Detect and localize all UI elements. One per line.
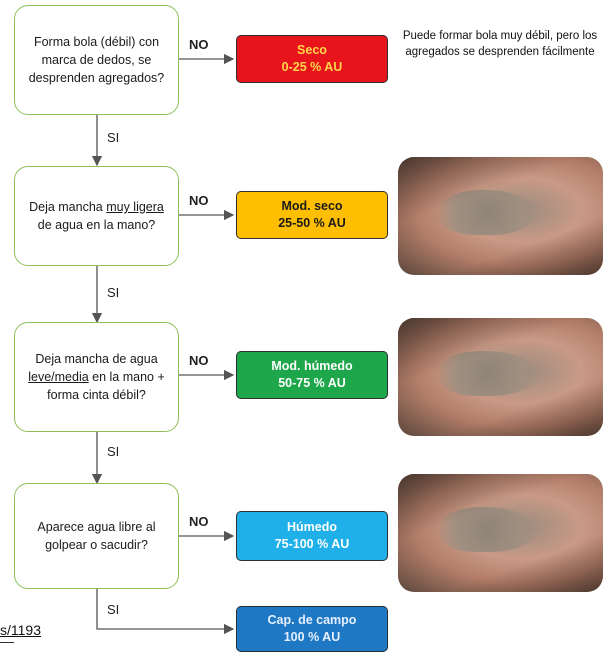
si-label-2: SI [107, 285, 120, 300]
question-box-3: Deja mancha de agua leve/media en la man… [14, 322, 179, 432]
result-range-dry: 0-25 % AU [281, 60, 343, 74]
no-label-1: NO [189, 37, 209, 52]
result-title-mod-dry: Mod. seco [281, 199, 343, 213]
question-text-1: Forma bola (débil) con marca de dedos, s… [28, 35, 165, 85]
result-box-mod-dry: Mod. seco 25-50 % AU [236, 191, 388, 239]
result-title-dry: Seco [297, 43, 327, 57]
result-range-mod-humid: 50-75 % AU [278, 376, 346, 390]
result-title-humid: Húmedo [287, 520, 337, 534]
si-label-1: SI [107, 130, 120, 145]
question-text-2-underlined: muy ligera [106, 200, 164, 214]
si-label-3: SI [107, 444, 120, 459]
dry-soil-note: Puede formar bola muy débil, pero los ag… [402, 30, 598, 58]
question-text-3b: en la mano + forma cinta débil? [47, 370, 165, 402]
soil-hand-photo-humid [398, 474, 603, 592]
question-box-2: Deja mancha muy ligera de agua en la man… [14, 166, 179, 266]
result-box-field-capacity: Cap. de campo 100 % AU [236, 606, 388, 652]
question-box-1: Forma bola (débil) con marca de dedos, s… [14, 5, 179, 115]
cropped-link-fragment[interactable]: s/1193 [0, 622, 41, 638]
no-label-3: NO [189, 353, 209, 368]
result-box-mod-humid: Mod. húmedo 50-75 % AU [236, 351, 388, 399]
cropped-text-fragment [0, 642, 14, 654]
no-label-4: NO [189, 514, 209, 529]
question-text-4: Aparece agua libre al golpear o sacudir? [37, 520, 156, 552]
result-box-dry: Seco 0-25 % AU [236, 35, 388, 83]
result-range-field-capacity: 100 % AU [283, 630, 341, 644]
question-box-4: Aparece agua libre al golpear o sacudir? [14, 483, 179, 589]
no-label-2: NO [189, 193, 209, 208]
arrow-si-4 [96, 589, 235, 635]
soil-hand-photo-mod-humid [398, 318, 603, 436]
result-box-humid: Húmedo 75-100 % AU [236, 511, 388, 561]
result-title-mod-humid: Mod. húmedo [271, 359, 353, 373]
result-range-mod-dry: 25-50 % AU [278, 216, 346, 230]
question-text-2a: Deja mancha [29, 200, 107, 214]
question-text-2b: de agua en la mano? [37, 218, 156, 232]
result-title-field-capacity: Cap. de campo [267, 613, 357, 627]
si-label-4: SI [107, 602, 120, 617]
soil-hand-photo-mod-dry [398, 157, 603, 275]
result-range-humid: 75-100 % AU [274, 537, 350, 551]
question-text-3a: Deja mancha de agua [35, 352, 158, 366]
question-text-3-underlined: leve/media [28, 370, 89, 384]
